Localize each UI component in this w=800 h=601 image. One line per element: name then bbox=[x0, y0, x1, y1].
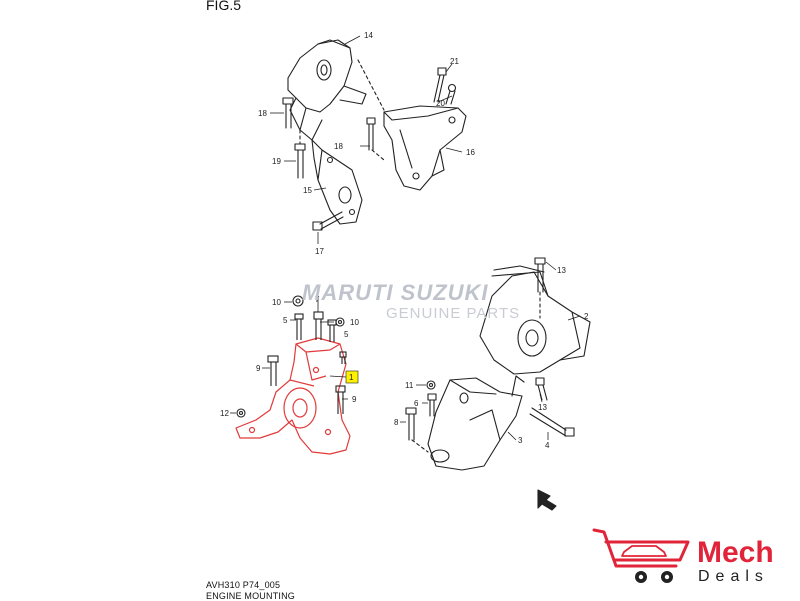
callout-14: 14 bbox=[364, 31, 373, 40]
callout-7: 7 bbox=[315, 295, 320, 304]
nut-10-left bbox=[292, 295, 304, 307]
part-15-bracket-plate bbox=[311, 139, 363, 225]
bolt-4 bbox=[529, 407, 575, 437]
bolt-18-right bbox=[366, 117, 376, 151]
part-3-bracket bbox=[427, 375, 525, 471]
bolt-13-bottom bbox=[535, 377, 548, 401]
callout-21: 21 bbox=[450, 57, 459, 66]
logo-mech: Mech bbox=[697, 536, 774, 569]
bolt-13-top bbox=[534, 257, 546, 293]
bolt-7 bbox=[313, 311, 324, 340]
callout-10-right: 10 bbox=[350, 318, 359, 327]
bolt-18-left bbox=[282, 97, 294, 129]
callout-17: 17 bbox=[315, 247, 324, 256]
callout-11: 11 bbox=[405, 381, 414, 390]
callout-18-left: 18 bbox=[258, 109, 267, 118]
bolt-5-right bbox=[327, 319, 337, 342]
part-14-mount-bracket bbox=[287, 39, 367, 141]
callout-1: 1 bbox=[349, 373, 354, 382]
bolt-small bbox=[339, 351, 347, 364]
bolt-17 bbox=[312, 211, 344, 231]
nut-11 bbox=[426, 380, 436, 390]
bolt-9-right bbox=[335, 385, 346, 414]
callout-16: 16 bbox=[466, 148, 475, 157]
figure-title: FIG.5 bbox=[206, 0, 242, 13]
bolt-20 bbox=[445, 83, 457, 105]
callout-9-right: 9 bbox=[352, 395, 357, 404]
callout-2: 2 bbox=[584, 312, 589, 321]
part-16-side-bracket bbox=[383, 105, 467, 191]
callout-8: 8 bbox=[394, 418, 399, 427]
bolt-5-left bbox=[294, 313, 304, 340]
callout-4: 4 bbox=[545, 441, 550, 450]
callout-3: 3 bbox=[518, 436, 523, 445]
callout-5-left: 5 bbox=[283, 316, 288, 325]
callout-6: 6 bbox=[414, 399, 419, 408]
callout-10-left: 10 bbox=[272, 298, 281, 307]
logo-deals: Deals bbox=[698, 568, 769, 585]
callout-9-left: 9 bbox=[256, 364, 261, 373]
watermark-brand: MARUTI SUZUKI bbox=[302, 280, 489, 305]
nut-12 bbox=[236, 408, 246, 418]
callout-15: 15 bbox=[303, 186, 312, 195]
bolt-6 bbox=[427, 393, 437, 417]
nut-10-right bbox=[335, 317, 345, 327]
bolt-19 bbox=[294, 143, 306, 179]
caption-name: ENGINE MOUNTING bbox=[206, 591, 296, 601]
callout-20: 20 bbox=[436, 99, 445, 108]
bolt-21 bbox=[433, 67, 447, 103]
part-1-mount-highlighted bbox=[235, 337, 351, 455]
caption-code: AVH310 P74_005 bbox=[206, 580, 281, 590]
callout-13-top: 13 bbox=[557, 266, 566, 275]
callout-5-right: 5 bbox=[344, 330, 349, 339]
callout-19: 19 bbox=[272, 157, 281, 166]
bolt-8 bbox=[405, 407, 417, 441]
callout-18-right: 18 bbox=[334, 142, 343, 151]
bolt-9-left bbox=[267, 355, 279, 386]
part-2-mount bbox=[479, 265, 591, 375]
watermark-sub: GENUINE PARTS bbox=[386, 305, 521, 322]
callout-12: 12 bbox=[220, 409, 229, 418]
cart-logo-icon bbox=[592, 528, 690, 568]
callout-13-bottom: 13 bbox=[538, 403, 547, 412]
forward-arrow-icon bbox=[537, 489, 557, 511]
callout-1-highlight bbox=[345, 370, 359, 384]
